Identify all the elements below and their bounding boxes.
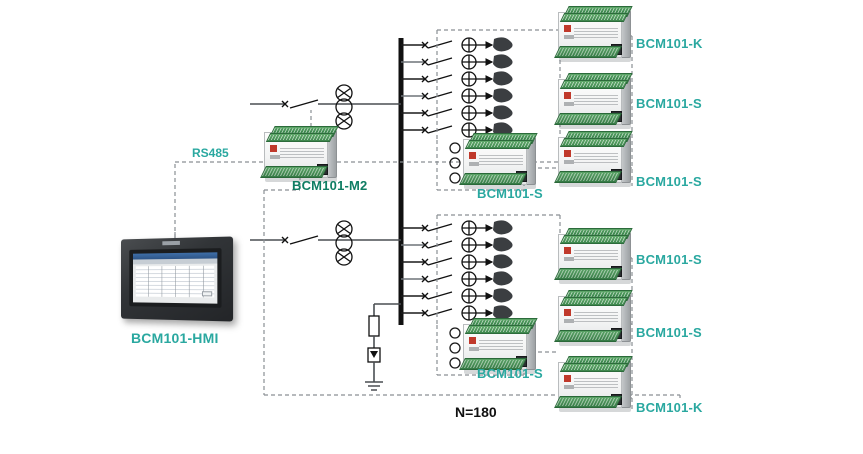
module-model-text xyxy=(564,160,574,164)
module-terminal-strip-bottom xyxy=(554,113,622,125)
module-faceplate-print xyxy=(479,155,523,167)
module-faceplate-print xyxy=(574,28,618,40)
label-device-k-bot: BCM101-K xyxy=(636,400,703,415)
device-module-s-bot1[interactable] xyxy=(554,228,634,286)
earth-symbol xyxy=(365,381,383,391)
label-device-s-top1: BCM101-S xyxy=(636,96,702,111)
module-terminal-strip-bottom xyxy=(554,171,622,183)
module-model-text xyxy=(564,385,574,389)
hmi-inner-frame xyxy=(129,248,222,308)
feeder-group-top xyxy=(401,37,513,138)
device-module-s-bot-mid[interactable] xyxy=(459,318,539,376)
module-model-text xyxy=(564,35,574,39)
module-terminal-strip-bottom xyxy=(554,396,622,408)
device-module-s-mid[interactable] xyxy=(459,133,539,191)
module-terminal-strip-top-2 xyxy=(464,140,534,149)
module-brand-logo xyxy=(469,152,476,159)
module-model-text xyxy=(564,257,574,261)
device-module-k-top[interactable] xyxy=(554,6,634,64)
label-device-s-bot2: BCM101-S xyxy=(636,325,702,340)
module-terminal-strip-top-2 xyxy=(559,80,629,89)
label-bcm101-m2: BCM101-M2 xyxy=(292,178,368,193)
feeder-group-bottom xyxy=(401,220,513,321)
module-terminal-strip-top-2 xyxy=(559,363,629,372)
hmi-brand-mark xyxy=(162,240,180,246)
hmi-screen-button[interactable] xyxy=(201,291,213,297)
label-rs485: RS485 xyxy=(192,146,229,160)
incomer-top xyxy=(250,84,401,130)
hmi-panel[interactable] xyxy=(118,236,234,322)
module-faceplate-print xyxy=(479,340,523,352)
device-module-m2[interactable] xyxy=(260,126,340,184)
module-brand-logo xyxy=(469,337,476,344)
module-terminal-strip-top-2 xyxy=(559,138,629,147)
module-brand-logo xyxy=(564,25,571,32)
module-terminal-strip-bottom xyxy=(554,268,622,280)
module-brand-logo xyxy=(564,309,571,316)
module-terminal-strip-top-2 xyxy=(464,325,534,334)
device-module-k-bot[interactable] xyxy=(554,356,634,414)
module-terminal-strip-top-2 xyxy=(265,133,335,142)
incomer-bottom xyxy=(250,220,401,266)
module-terminal-strip-bottom xyxy=(554,330,622,342)
label-device-s-top2: BCM101-S xyxy=(636,174,702,189)
module-brand-logo xyxy=(564,375,571,382)
hmi-screen[interactable] xyxy=(132,252,218,304)
module-terminal-strip-bottom xyxy=(260,166,328,178)
module-faceplate-print xyxy=(574,378,618,390)
label-bcm101-hmi: BCM101-HMI xyxy=(131,330,219,346)
load-symbols-top xyxy=(493,37,513,137)
module-brand-logo xyxy=(564,247,571,254)
label-device-s-bot-mid: BCM101-S xyxy=(477,366,543,381)
label-device-s-mid: BCM101-S xyxy=(477,186,543,201)
module-faceplate-print xyxy=(574,250,618,262)
label-device-count: N=180 xyxy=(455,404,497,420)
module-faceplate-print xyxy=(280,148,324,160)
label-device-k-top: BCM101-K xyxy=(636,36,703,51)
module-model-text xyxy=(270,155,280,159)
hmi-screen-toolbar xyxy=(132,258,218,265)
module-faceplate-print xyxy=(574,153,618,165)
module-terminal-strip-top-2 xyxy=(559,13,629,22)
module-model-text xyxy=(564,319,574,323)
load-symbols-bottom xyxy=(493,220,513,320)
module-terminal-strip-top-2 xyxy=(559,235,629,244)
module-faceplate-print xyxy=(574,95,618,107)
device-module-s-top1[interactable] xyxy=(554,73,634,131)
fuse-symbol xyxy=(368,315,380,337)
module-brand-logo xyxy=(564,150,571,157)
module-faceplate-print xyxy=(574,312,618,324)
label-device-s-bot1: BCM101-S xyxy=(636,252,702,267)
module-brand-logo xyxy=(270,145,277,152)
ellipsis-dots xyxy=(449,142,461,369)
module-terminal-strip-bottom xyxy=(554,46,622,58)
hmi-bezel xyxy=(121,236,234,322)
module-model-text xyxy=(469,347,479,351)
ground-branch xyxy=(365,303,401,391)
device-module-s-top2[interactable] xyxy=(554,131,634,189)
module-brand-logo xyxy=(564,92,571,99)
module-model-text xyxy=(564,102,574,106)
module-model-text xyxy=(469,162,479,166)
module-terminal-strip-top-2 xyxy=(559,297,629,306)
module-terminal-strip-bottom xyxy=(459,173,527,185)
device-module-s-bot2[interactable] xyxy=(554,290,634,348)
